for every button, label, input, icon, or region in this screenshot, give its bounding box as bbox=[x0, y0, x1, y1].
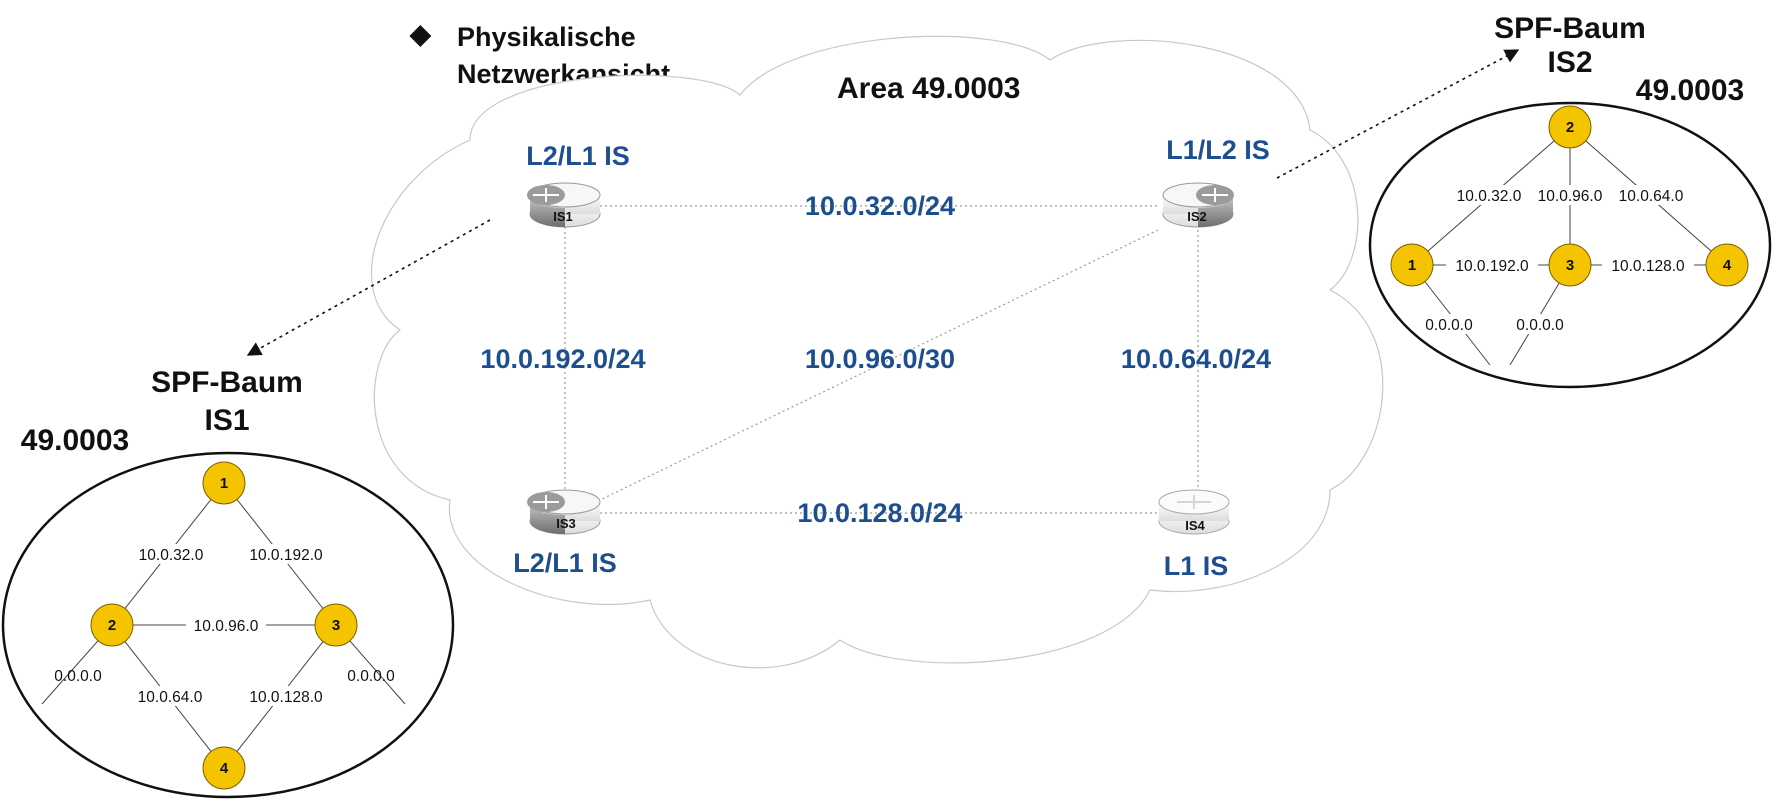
router-role-is4: L1 IS bbox=[1164, 551, 1229, 581]
router-role-is3: L2/L1 IS bbox=[513, 548, 617, 578]
router-role-is1: L2/L1 IS bbox=[526, 141, 630, 171]
link-label-is1-is3: 10.0.192.0/24 bbox=[480, 344, 645, 374]
spf-is2-edge-label: 10.0.96.0 bbox=[1538, 188, 1603, 205]
spf-is1-area: 49.0003 bbox=[21, 424, 129, 457]
spf-is2-area: 49.0003 bbox=[1636, 74, 1744, 107]
spf-is1-title-line-1: SPF-Baum bbox=[151, 366, 303, 399]
physical-links bbox=[564, 205, 1199, 514]
router-icon bbox=[527, 489, 601, 535]
spf-is1-node-label: 3 bbox=[332, 617, 340, 634]
spf-is2-node bbox=[1390, 243, 1434, 287]
spf-is2-node-label: 2 bbox=[1566, 119, 1574, 136]
spf-is2-nodes: 2 1 3 4 bbox=[1390, 105, 1749, 287]
intro-line-1: Physikalische bbox=[457, 22, 636, 52]
spf-is2-title-line-2: IS2 bbox=[1547, 46, 1592, 79]
router-label-is1: IS1 bbox=[553, 209, 573, 224]
spf-is2-node bbox=[1548, 243, 1592, 287]
spf-is1-edge-label: 10.0.192.0 bbox=[249, 547, 323, 564]
spf-is2-edge-label: 10.0.64.0 bbox=[1619, 188, 1684, 205]
spf-tree-is1: SPF-Baum IS1 49.0003 10.0.32.0 10.0.192.… bbox=[1, 366, 455, 799]
spf-is2-edge-label: 0.0.0.0 bbox=[1516, 317, 1564, 334]
router-icon bbox=[527, 182, 601, 228]
spf-is2-node-label: 4 bbox=[1723, 257, 1732, 274]
bullet-icon: ◆ bbox=[409, 19, 432, 49]
spf-is1-boundary bbox=[1, 451, 455, 799]
spf-is1-edge-labels: 10.0.32.0 10.0.192.0 10.0.96.0 10.0.64.0… bbox=[54, 544, 395, 706]
router-label-is2: IS2 bbox=[1187, 209, 1207, 224]
router-label-is3: IS3 bbox=[556, 516, 576, 531]
router-icon bbox=[1158, 489, 1230, 535]
spf-is1-node bbox=[202, 461, 246, 505]
spf-is1-node bbox=[90, 603, 134, 647]
spf-is2-node-label: 1 bbox=[1408, 257, 1416, 274]
spf-is1-edge-label: 10.0.64.0 bbox=[138, 689, 203, 706]
link-label-is2-is3: 10.0.96.0/30 bbox=[805, 344, 955, 374]
spf-is2-title-line-1: SPF-Baum bbox=[1494, 12, 1646, 45]
spf-is1-edge-label: 10.0.96.0 bbox=[194, 618, 259, 635]
router-label-is4: IS4 bbox=[1185, 518, 1205, 533]
area-label: Area 49.0003 bbox=[837, 72, 1021, 105]
spf-is1-edge-label: 0.0.0.0 bbox=[347, 668, 395, 685]
link-label-is1-is2: 10.0.32.0/24 bbox=[805, 191, 955, 221]
spf-is2-edge-label: 10.0.32.0 bbox=[1457, 188, 1522, 205]
spf-is1-node-label: 2 bbox=[108, 617, 116, 634]
router-icon bbox=[1162, 182, 1234, 228]
spf-is1-edge-label: 10.0.32.0 bbox=[139, 547, 204, 564]
spf-is2-edge-labels: 10.0.32.0 10.0.96.0 10.0.64.0 10.0.192.0… bbox=[1418, 185, 1694, 334]
spf-is2-node bbox=[1548, 105, 1592, 149]
spf-is2-edge-label: 10.0.192.0 bbox=[1455, 258, 1529, 275]
router-is3: IS3 L2/L1 IS bbox=[513, 489, 617, 578]
spf-is1-title-line-2: IS1 bbox=[204, 404, 249, 437]
link-label-is3-is4: 10.0.128.0/24 bbox=[797, 498, 962, 528]
spf-is1-nodes: 1 2 3 4 bbox=[90, 461, 358, 790]
spf-tree-is2: SPF-Baum IS2 49.0003 10.0.32.0 10.0.96.0… bbox=[1368, 12, 1772, 389]
spf-is1-edge-label: 0.0.0.0 bbox=[54, 668, 102, 685]
area-cloud bbox=[371, 35, 1384, 669]
spf-is1-node bbox=[314, 603, 358, 647]
spf-is2-node-label: 3 bbox=[1566, 257, 1574, 274]
spf-is2-edge-label: 0.0.0.0 bbox=[1425, 317, 1473, 334]
spf-is1-node bbox=[202, 746, 246, 790]
spf-is1-node-label: 4 bbox=[220, 760, 229, 777]
router-is4: IS4 L1 IS bbox=[1158, 489, 1230, 581]
spf-is1-node-label: 1 bbox=[220, 475, 228, 492]
spf-is1-edge-label: 10.0.128.0 bbox=[249, 689, 323, 706]
spf-is2-edge-label: 10.0.128.0 bbox=[1611, 258, 1685, 275]
link-label-is2-is4: 10.0.64.0/24 bbox=[1121, 344, 1271, 374]
router-role-is2: L1/L2 IS bbox=[1166, 135, 1270, 165]
spf-is2-node bbox=[1705, 243, 1749, 287]
router-is2: IS2 L1/L2 IS bbox=[1162, 135, 1270, 228]
spf-is2-boundary bbox=[1368, 101, 1772, 389]
link-is2-is3 bbox=[599, 229, 1159, 501]
router-is1: IS1 L2/L1 IS bbox=[526, 141, 630, 228]
